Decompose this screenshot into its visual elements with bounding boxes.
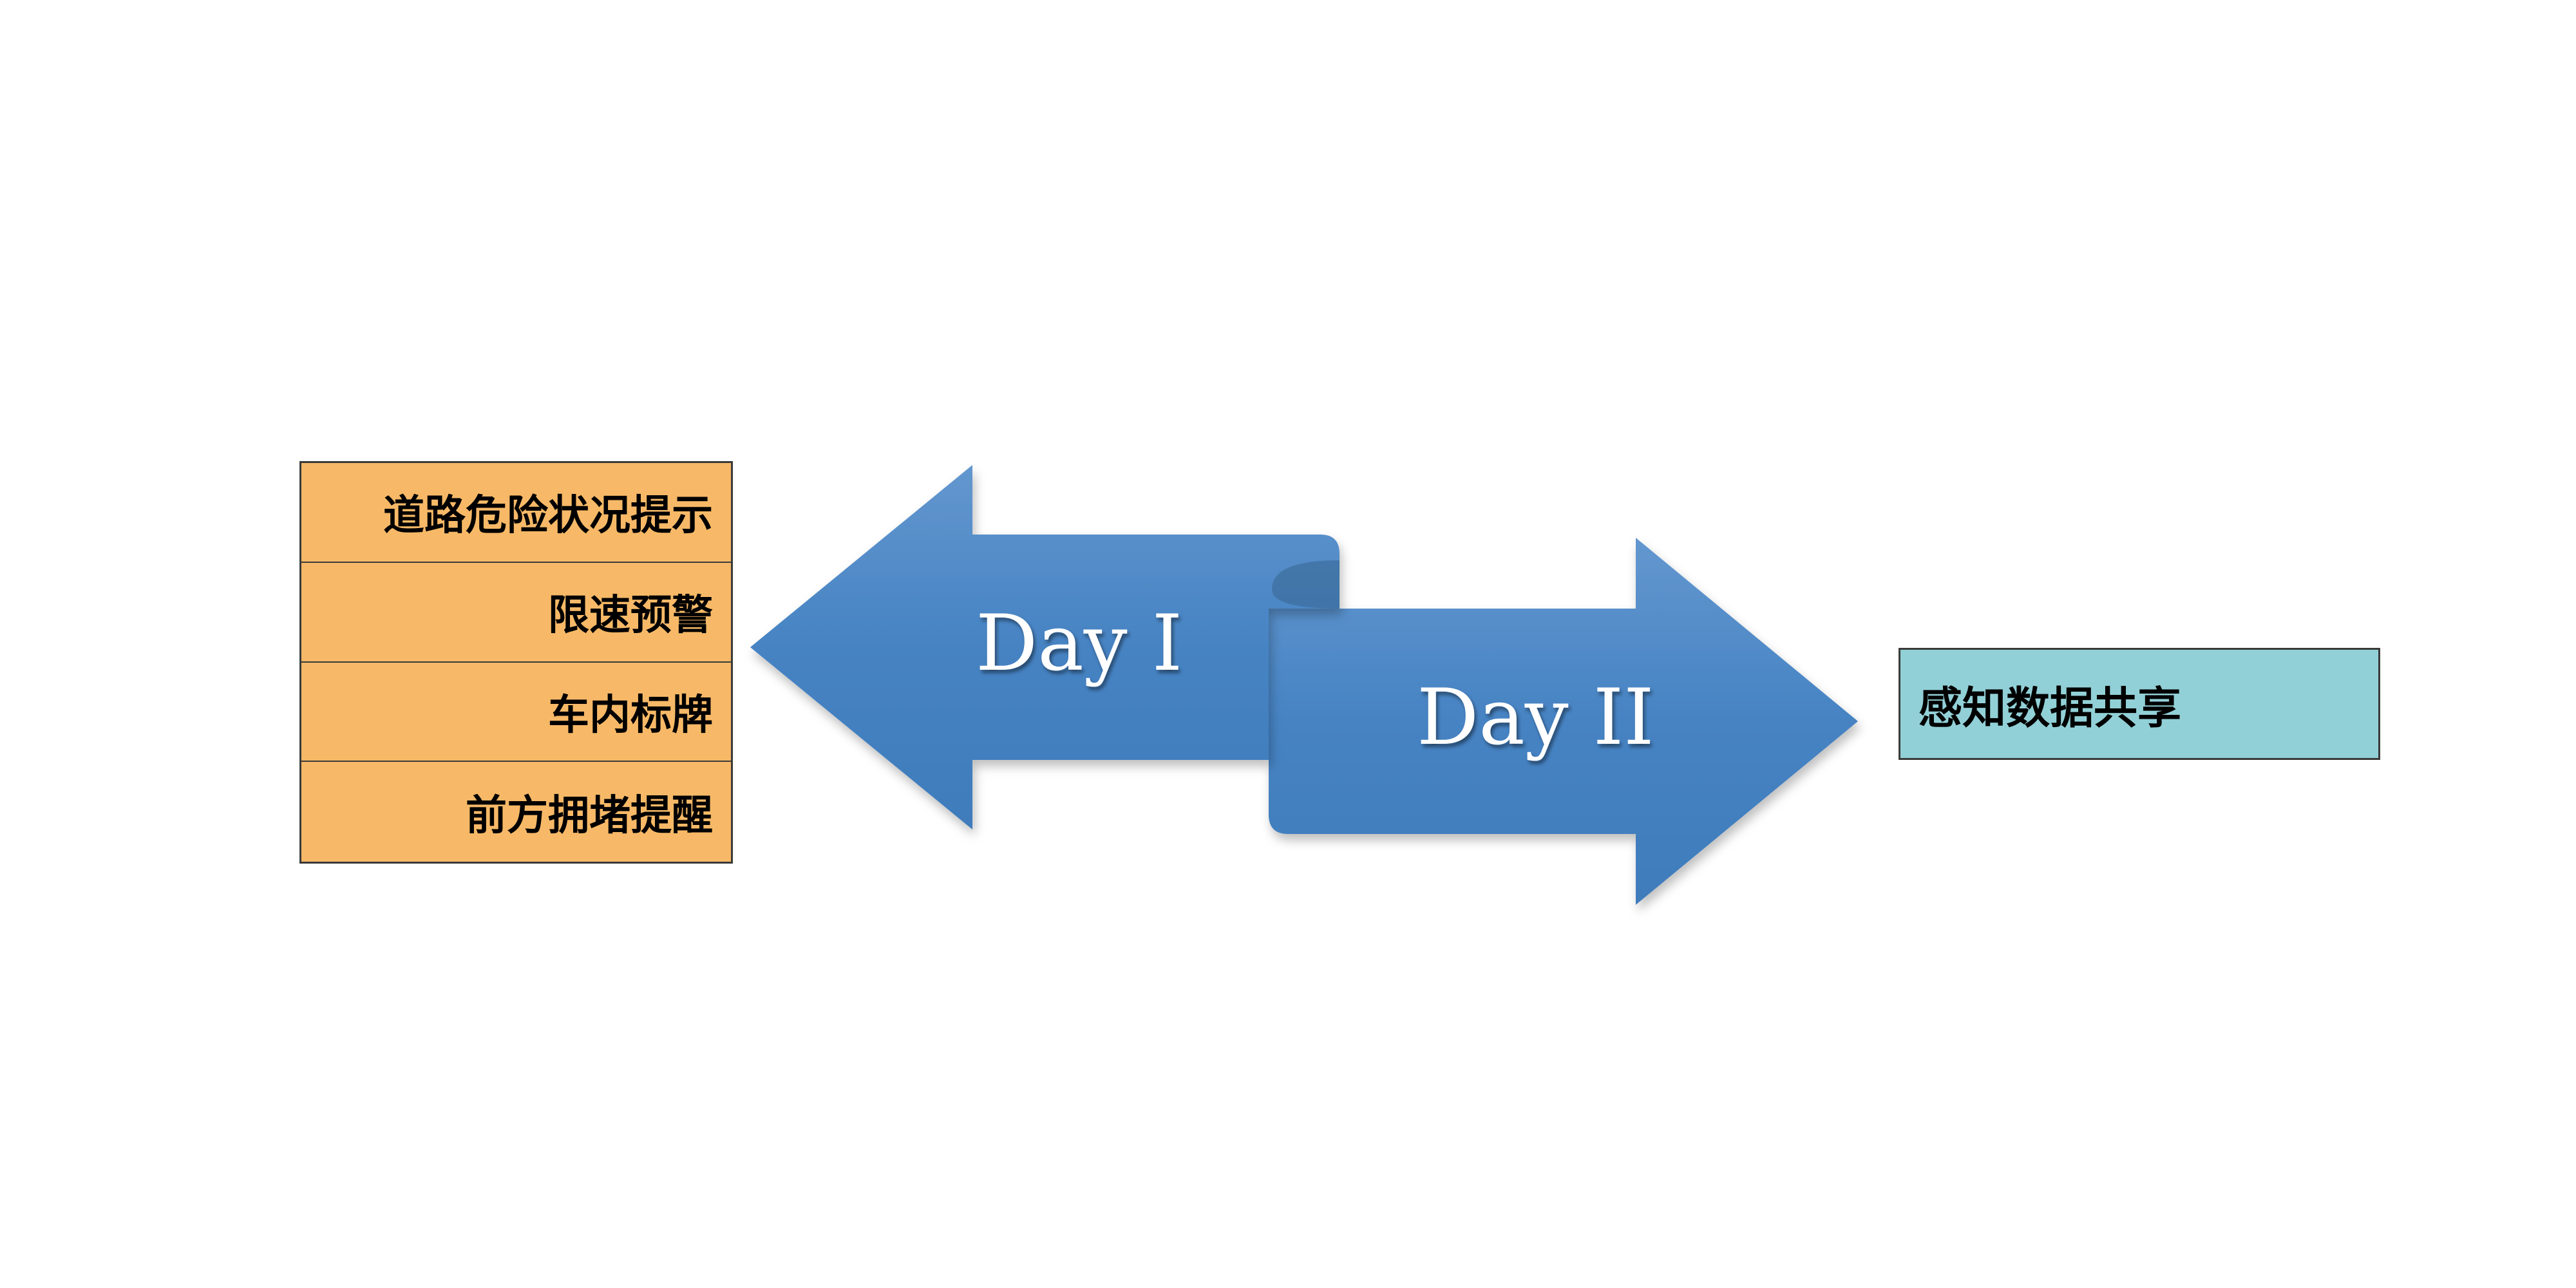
feature-item-speed-warning: 限速预警 — [301, 563, 731, 663]
left-arrow-shape — [750, 465, 1340, 829]
right-arrow-shape — [1269, 538, 1858, 905]
day2-label: Day II — [1417, 673, 1654, 762]
feature-item-sensor-data-sharing: 感知数据共享 — [1918, 683, 2182, 734]
day2-feature-box: 感知数据共享 — [1899, 648, 2380, 760]
feature-item-road-hazard: 道路危险状况提示 — [301, 463, 731, 563]
day1-feature-list: 道路危险状况提示 限速预警 车内标牌 前方拥堵提醒 — [299, 461, 733, 864]
feature-item-congestion-alert: 前方拥堵提醒 — [466, 791, 713, 840]
ribbon-fold — [1272, 560, 1340, 609]
day1-label: Day I — [976, 599, 1182, 688]
feature-item-in-vehicle-signage: 车内标牌 — [301, 663, 731, 762]
